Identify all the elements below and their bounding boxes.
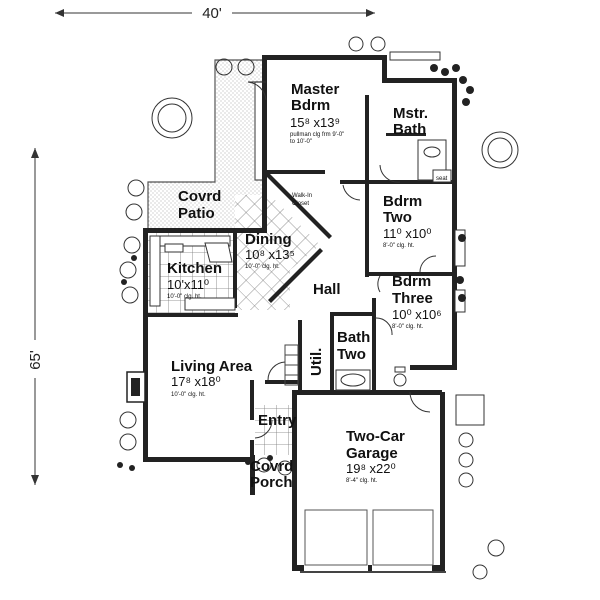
interior-walls [148,95,457,460]
garage-note: 8'-4" clg. ht. [346,478,378,484]
door-swings [247,81,437,439]
util-name: Util. [308,348,325,376]
room-master-bath: Mstr. Bath [393,105,428,138]
porch-name-2: Porch [250,474,293,491]
garage-name-2: Garage [346,445,398,462]
master-note-1: pullman clg frm 9'-0" [290,132,344,138]
dining-note: 10'-0" clg. ht. [245,264,280,270]
kitchen-size: 10'x11⁰ [167,277,209,292]
room-kitchen: Kitchen 10'x11⁰ 10'-0" clg. ht. [167,260,222,300]
garage-floor [296,392,444,570]
overall-depth-label: 65' [27,350,44,370]
bdrm-two-size: 11⁰ x10⁰ [383,226,432,241]
hall-name: Hall [313,281,341,298]
master-name-1: Master [291,81,340,98]
room-covered-porch: Covrd Porch [250,458,293,491]
room-utility: Util. [308,348,325,376]
kitchen-note: 10'-0" clg. ht. [167,294,202,300]
walk-in-name-1: Walk-In [292,193,312,199]
patio-name-2: Patio [178,205,215,222]
walk-in-name-2: Closet [292,201,309,207]
master-note-2: to 10'-0" [290,139,312,145]
bath-fixtures [335,139,452,391]
dining-tile-floor [235,195,320,310]
master-name-2: Bdrm [291,97,330,114]
kitchen-name: Kitchen [167,260,222,277]
bdrm-two-name-2: Two [383,209,412,226]
overall-width-dimension: 40' [55,3,375,23]
entry-tile-floor [255,405,297,455]
room-covered-patio: Covrd Patio [178,188,221,222]
patio-name-1: Covrd [178,188,221,205]
bath-two-name-1: Bath [337,329,370,346]
living-name: Living Area [171,358,253,375]
dining-size: 10⁸ x13⁵ [245,247,295,262]
overall-depth-dimension: 65' [26,148,44,485]
living-note: 10'-0" clg. ht. [171,392,206,398]
garage-name-1: Two-Car [346,428,405,445]
bdrm-three-note: 8'-0" clg. ht. [392,324,424,330]
bdrm-three-name-1: Bdrm [392,273,431,290]
landscape-clusters [117,64,474,471]
mstr-bath-name-2: Bath [393,121,426,138]
seat-label: seat [436,176,448,182]
master-size: 15⁸ x13⁹ [290,115,340,130]
room-hall: Hall [313,281,341,298]
room-living-area: Living Area 17⁸ x18⁰ 10'-0" clg. ht. [171,358,253,398]
room-master-bedroom: Master Bdrm 15⁸ x13⁹ pullman clg frm 9'-… [290,81,344,145]
living-size: 17⁸ x18⁰ [171,374,221,389]
room-bath-two: Bath Two [337,329,370,363]
room-bedroom-two: Bdrm Two 11⁰ x10⁰ 8'-0" clg. ht. [383,193,432,249]
garage-doors [304,509,434,566]
landscape-shrubs [119,36,519,580]
porch-name-1: Covrd [250,458,293,475]
kitchen-counters [149,235,236,311]
stair-steps [284,344,299,386]
bdrm-two-name-1: Bdrm [383,193,422,210]
bdrm-three-size: 10⁰ x10⁶ [392,307,442,322]
bath-two-name-2: Two [337,346,366,363]
overall-width-label: 40' [202,5,222,22]
fireplace-icon [126,371,146,403]
room-bedroom-three: Bdrm Three 10⁰ x10⁶ 8'-0" clg. ht. [392,273,442,330]
room-walk-in-closet: Walk-In Closet [292,193,312,207]
bdrm-two-note: 8'-0" clg. ht. [383,243,415,249]
mstr-bath-name-1: Mstr. [393,105,428,122]
room-entry: Entry [258,412,297,429]
exterior-walls [143,55,457,571]
garage-size: 19⁸ x22⁰ [346,461,396,476]
room-garage: Two-Car Garage 19⁸ x22⁰ 8'-4" clg. ht. [346,428,405,484]
room-dining: Dining 10⁸ x13⁵ 10'-0" clg. ht. [245,231,295,270]
entry-name: Entry [258,412,297,429]
bdrm-three-name-2: Three [392,290,433,307]
dining-name: Dining [245,231,292,248]
